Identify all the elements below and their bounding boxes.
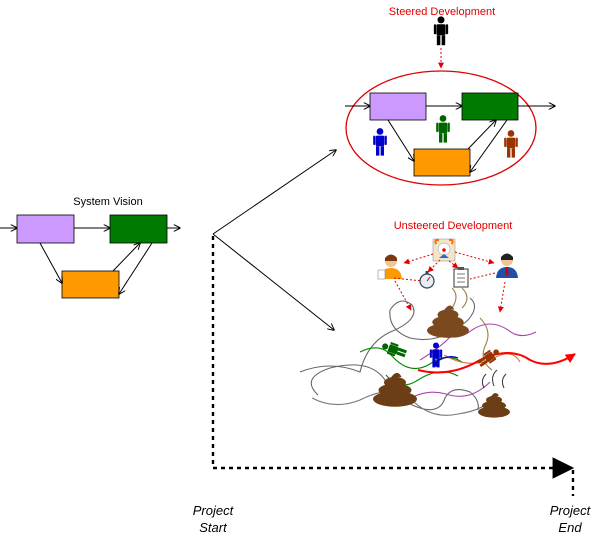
clown-icon (432, 238, 456, 262)
supervisor-person-icon (433, 16, 449, 46)
steered-orange-green-arrow (467, 120, 496, 150)
manager-left-icon (377, 254, 402, 280)
poop-left-icon (373, 372, 417, 407)
blue-person-icon (373, 128, 387, 156)
project-start-label-line2: Start (199, 520, 228, 535)
green-person-icon (436, 115, 450, 143)
steered-green-box (461, 92, 519, 121)
vision-orange-box (61, 270, 120, 299)
timeline: Project Start Project End (193, 236, 592, 535)
steered-ellipse (345, 70, 537, 186)
project-end-label-line1: Project (550, 503, 592, 518)
manager-right-icon (496, 253, 518, 278)
steered-orange-box (413, 148, 471, 177)
system-vision-group: System Vision (0, 196, 180, 299)
project-end-label-line2: End (558, 520, 582, 535)
steered-purple-orange-arrow (387, 119, 414, 161)
project-start-label-line1: Project (193, 503, 235, 518)
steered-development-group: Steered Development (345, 6, 555, 186)
poop-right-icon (478, 392, 510, 418)
system-vision-title: System Vision (73, 196, 143, 208)
stink-lines (481, 369, 507, 389)
unsteered-development-group: Unsteered Development (299, 220, 576, 418)
vision-purple-orange-arrow (39, 242, 62, 283)
clipboard-icon (453, 267, 469, 288)
steered-green-orange-arrow (470, 119, 508, 172)
steered-purple-box (369, 92, 427, 121)
brown-person-icon (504, 130, 518, 158)
unsteered-dashed-arrows (393, 251, 506, 313)
chaos-brown-person-icon (475, 345, 502, 369)
steered-development-title: Steered Development (389, 6, 495, 18)
branch-to-unsteered-arrow (212, 233, 334, 330)
stopwatch-icon (419, 271, 435, 289)
branch-to-steered-arrow (212, 150, 336, 235)
vision-green-box (109, 214, 168, 244)
unsteered-development-title: Unsteered Development (394, 220, 513, 232)
vision-orange-green-arrow (112, 243, 140, 272)
vision-green-orange-arrow (119, 242, 153, 294)
poop-top-icon (427, 305, 469, 338)
vision-purple-box (16, 214, 75, 244)
red-thick-arrow (417, 352, 576, 374)
branch-arrows (212, 150, 336, 330)
